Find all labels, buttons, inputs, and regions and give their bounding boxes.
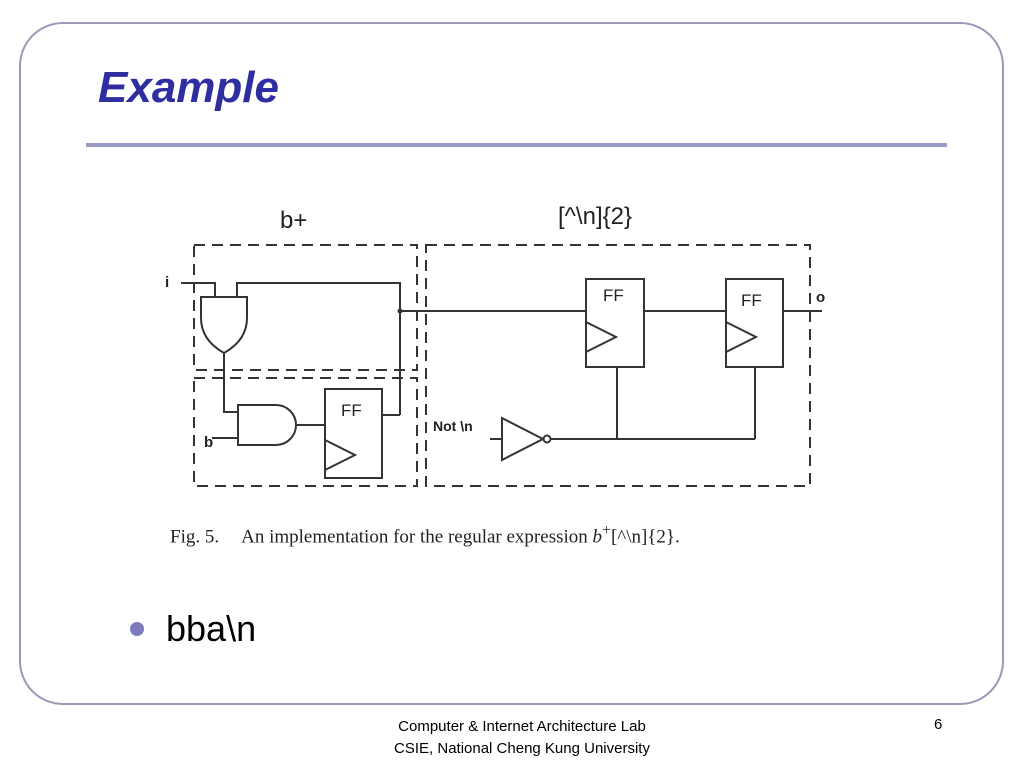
ff3-clock	[725, 321, 759, 353]
bullet-text: bba\n	[166, 608, 257, 649]
ff2-clock	[585, 321, 619, 353]
group-box-bplus-top	[193, 244, 418, 371]
ff1-label: FF	[341, 401, 362, 420]
footer-line1: Computer & Internet Architecture Lab	[398, 718, 646, 735]
input-label-not-n: Not \n	[433, 418, 473, 434]
bullet-dot-icon	[130, 622, 144, 636]
caption-text: An implementation for the regular expres…	[241, 526, 588, 548]
group-box-bplus-bottom	[193, 377, 418, 487]
and-gate	[237, 404, 297, 446]
wire-or-and	[223, 353, 238, 413]
group-label-bplus: b+	[280, 207, 307, 234]
group-box-repeat	[425, 244, 811, 487]
wire-or-feedback	[236, 282, 401, 311]
caption-math-sup: +	[602, 522, 611, 539]
input-label-b: b	[204, 434, 213, 451]
ff2-label: FF	[603, 286, 624, 305]
input-label-i: i	[165, 274, 169, 291]
figure-caption: Fig. 5. An implementation for the regular…	[170, 522, 680, 548]
ff1-clock	[324, 439, 358, 471]
slide-title: Example	[98, 63, 279, 112]
not-bubble	[542, 434, 552, 444]
group-label-repeat: [^\n]{2}	[558, 203, 632, 230]
caption-math-rest: [^\n]{2}.	[610, 526, 680, 548]
footer-line2: CSIE, National Cheng Kung University	[394, 740, 650, 757]
slide-frame	[19, 22, 1004, 705]
caption-math-b: b	[592, 526, 603, 548]
or-gate	[200, 296, 248, 355]
footer: Computer & Internet Architecture Lab CSI…	[312, 716, 732, 760]
title-underline	[86, 143, 947, 147]
caption-fig: Fig. 5.	[170, 526, 220, 548]
not-gate	[501, 416, 546, 462]
output-label-o: o	[816, 289, 825, 306]
wire-i	[181, 282, 216, 297]
bullet-item: bba\n	[130, 608, 256, 650]
ff3-label: FF	[741, 291, 762, 310]
ff1	[324, 388, 383, 479]
page-number: 6	[934, 716, 943, 733]
